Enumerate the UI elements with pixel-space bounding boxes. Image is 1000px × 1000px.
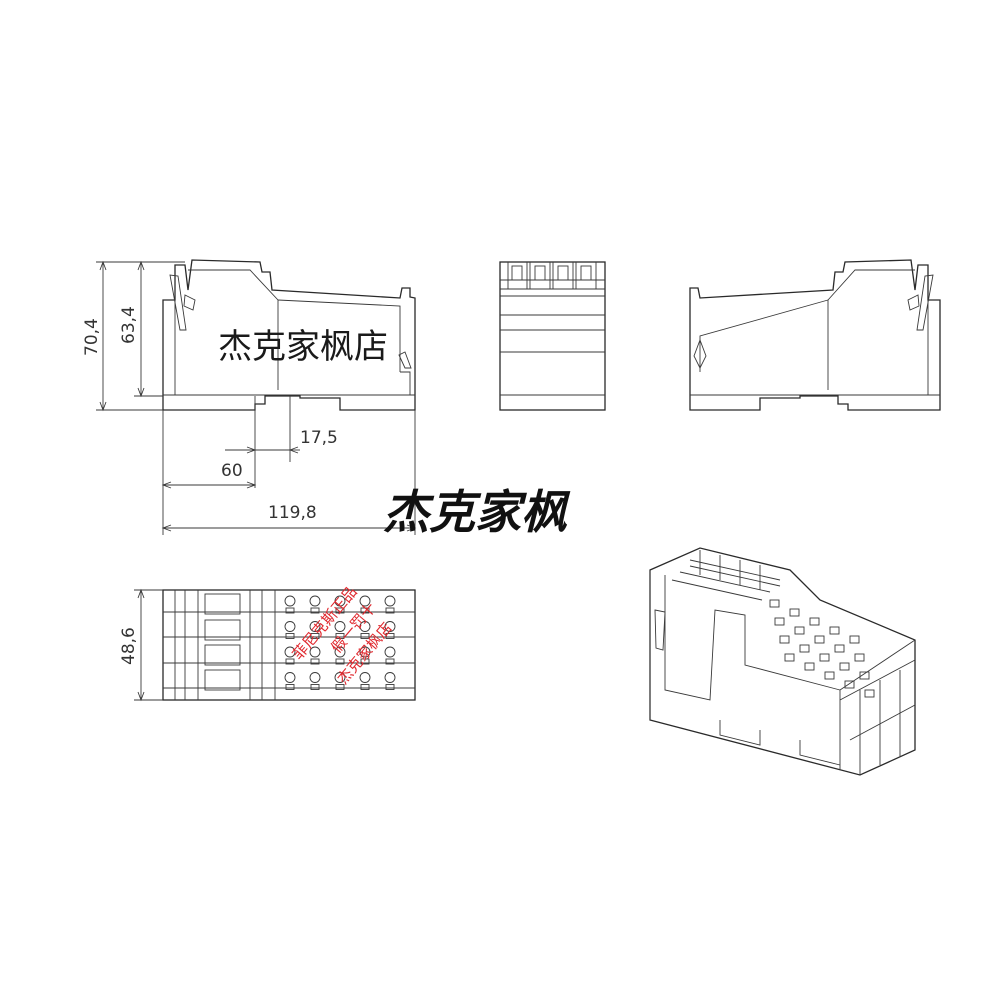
iso-terminal-block <box>834 644 845 653</box>
iso-terminal-grid <box>769 599 875 698</box>
terminal-slot <box>360 633 370 639</box>
terminal-slot <box>385 607 395 614</box>
terminal-slot <box>285 658 295 665</box>
terminal-slot <box>335 658 345 665</box>
terminal-screw-icon <box>334 595 346 607</box>
terminal-slot <box>310 607 320 614</box>
terminal-screw-icon <box>359 646 371 658</box>
iso-terminal-block <box>839 662 850 671</box>
terminal-slot <box>385 684 395 690</box>
iso-terminal-block <box>784 653 795 662</box>
terminal-screw-icon <box>284 646 296 658</box>
dim-offset-small: 17,5 <box>300 428 338 448</box>
terminal-screw-icon <box>359 595 371 607</box>
iso-terminal-block <box>819 653 830 662</box>
side-dimensions: 70,4 63,4 17,5 60 119,8 <box>82 260 417 535</box>
terminal-screw-icon <box>384 595 396 607</box>
terminal-slot <box>335 607 345 614</box>
terminal-slot <box>385 633 395 639</box>
terminal-slot <box>310 658 320 665</box>
terminal-slot <box>335 684 345 690</box>
iso-terminal-block <box>849 635 860 644</box>
top-view: 48,6 <box>119 588 416 702</box>
watermark-shop-name: 杰克家枫店 <box>218 327 388 367</box>
side-view <box>162 259 416 411</box>
terminal-screw-icon <box>309 621 321 632</box>
iso-terminal-block <box>789 608 800 617</box>
dim-length-total: 119,8 <box>268 503 317 523</box>
terminal-screw-icon <box>309 595 321 607</box>
iso-terminal-block <box>779 635 790 644</box>
iso-terminal-block <box>859 671 870 680</box>
iso-terminal-block <box>854 653 865 662</box>
dim-height-total: 70,4 <box>82 318 102 356</box>
terminal-screw-icon <box>284 621 296 632</box>
terminal-slot <box>360 607 370 614</box>
terminal-grid <box>284 595 396 690</box>
isometric-view <box>649 547 916 776</box>
terminal-slot <box>310 633 320 639</box>
terminal-screw-icon <box>334 646 346 658</box>
terminal-screw-icon <box>334 672 346 683</box>
side-view-mirrored <box>689 259 941 411</box>
terminal-slot <box>335 633 345 639</box>
dim-offset-mid: 60 <box>221 461 243 481</box>
iso-terminal-block <box>814 635 825 644</box>
terminal-screw-icon <box>309 646 321 658</box>
iso-terminal-block <box>769 599 780 608</box>
terminal-slot <box>360 658 370 665</box>
terminal-screw-icon <box>284 595 296 607</box>
terminal-screw-icon <box>384 646 396 658</box>
iso-terminal-block <box>864 689 875 698</box>
terminal-slot <box>385 658 395 665</box>
end-view <box>499 261 606 411</box>
terminal-slot <box>285 607 295 614</box>
iso-terminal-block <box>804 662 815 671</box>
iso-terminal-block <box>799 644 810 653</box>
terminal-slot <box>360 684 370 690</box>
iso-terminal-block <box>794 626 805 635</box>
terminal-slot <box>285 684 295 690</box>
iso-terminal-block <box>844 680 855 689</box>
terminal-screw-icon <box>359 672 371 683</box>
terminal-screw-icon <box>384 621 396 632</box>
terminal-slot <box>310 684 320 690</box>
iso-terminal-block <box>809 617 820 626</box>
dim-height-inner: 63,4 <box>119 306 139 344</box>
dim-width: 48,6 <box>119 627 139 665</box>
terminal-screw-icon <box>334 621 346 632</box>
iso-terminal-block <box>824 671 835 680</box>
watermark-shop-short: 杰克家枫 <box>383 485 571 539</box>
terminal-screw-icon <box>384 672 396 683</box>
terminal-slot <box>285 633 295 639</box>
terminal-screw-icon <box>309 672 321 683</box>
terminal-screw-icon <box>359 621 371 632</box>
red-stamp: 菲尼克斯正品 假一罚十 杰克家枫店 <box>289 583 396 688</box>
terminal-screw-icon <box>284 672 296 683</box>
iso-terminal-block <box>774 617 785 626</box>
iso-terminal-block <box>829 626 840 635</box>
